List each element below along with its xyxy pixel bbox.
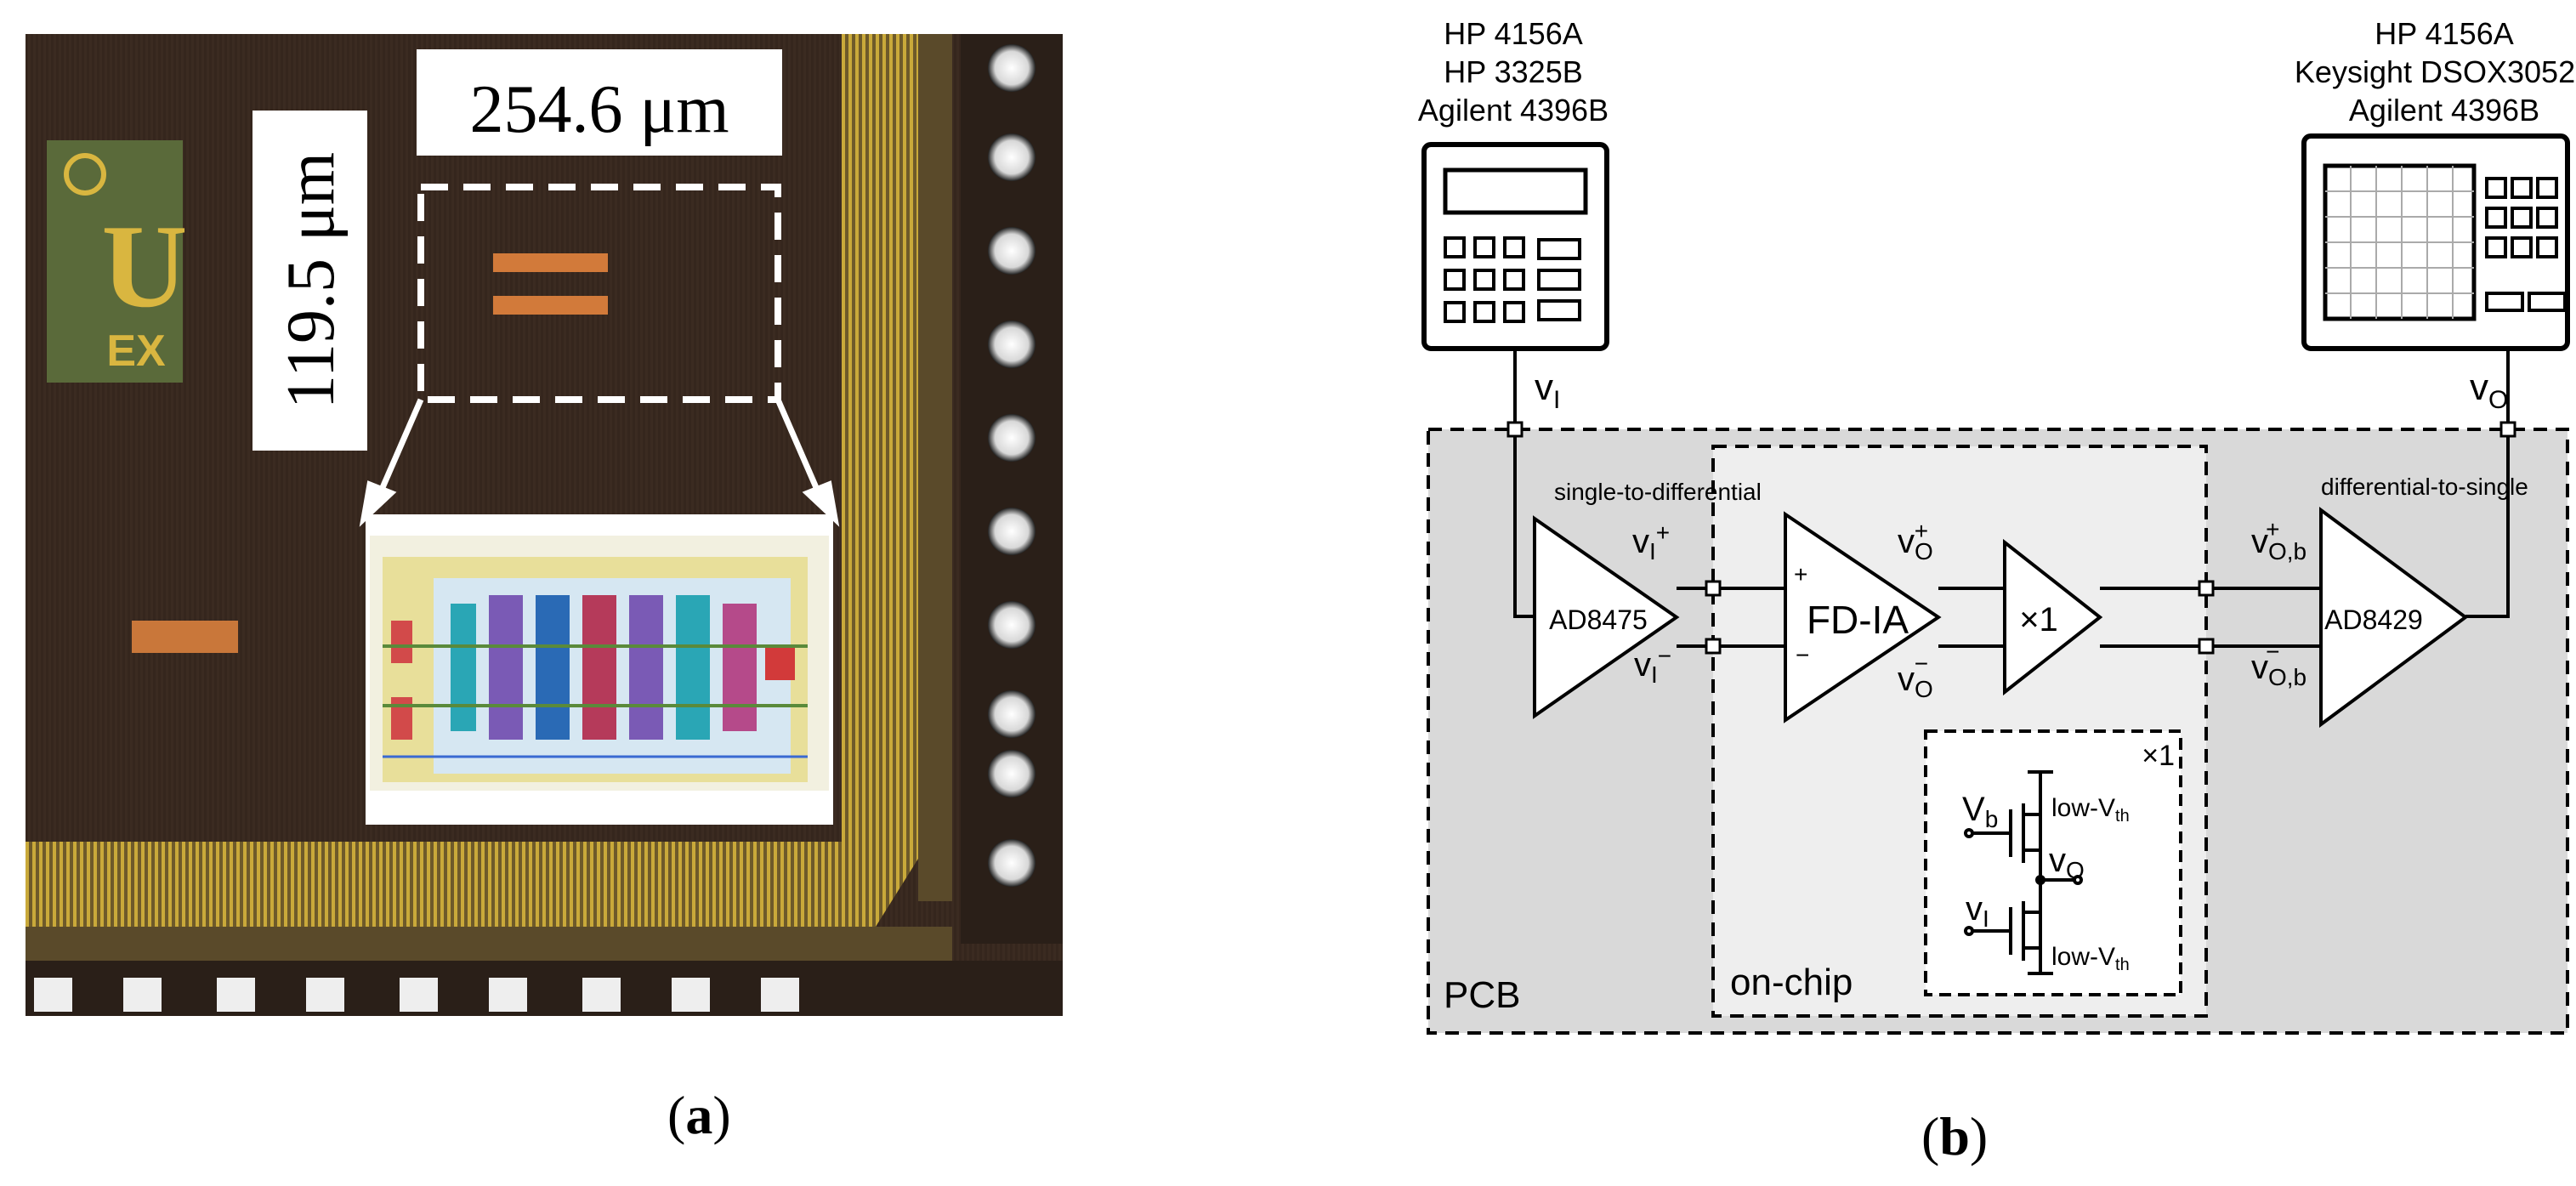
- vo-minus-label: vO−: [1898, 650, 1933, 702]
- bottom-bond-pads: [26, 961, 1063, 1016]
- low-vth-lower-label: low-Vth: [2051, 943, 2130, 974]
- measurement-schematic-panel: PCB on-chip HP 4156A HP 3325B Agilent 43…: [1394, 0, 2576, 1182]
- pcb-label: PCB: [1444, 974, 1520, 1016]
- zoom-arrows: [359, 398, 840, 527]
- panel-b-caption: (b): [1921, 1106, 1989, 1166]
- vb-label: Vb: [1962, 791, 1998, 832]
- test-structures: [132, 253, 608, 653]
- wires: [1513, 349, 2510, 648]
- fd-ia-minus: −: [1796, 642, 1809, 668]
- right-instrument-line-2: Keysight DSOX3052T: [2295, 54, 2576, 89]
- buffer-inset-title: ×1: [2142, 740, 2175, 772]
- width-dimension-label: 254.6 μm: [469, 72, 729, 147]
- buffer-detail-inset: ×1: [1924, 729, 2182, 996]
- right-bond-pads: [961, 34, 1063, 944]
- signal-generator-icon: [1421, 142, 1609, 351]
- logo-subtext: EX: [106, 326, 166, 376]
- oscilloscope-icon: [2301, 133, 2570, 351]
- gold-bus-lines: [26, 34, 952, 961]
- left-instrument-line-3: Agilent 4396B: [1418, 93, 1609, 128]
- left-instrument-line-1: HP 4156A: [1444, 16, 1582, 51]
- layout-inset: [366, 514, 833, 825]
- ad8429-label: AD8429: [2324, 604, 2423, 635]
- ad8475-label: AD8475: [1549, 604, 1648, 635]
- chip-micrograph-panel: U EX 254.6 μm 119.5 μm: [26, 34, 1063, 1145]
- differential-to-single-label: differential-to-single: [2321, 474, 2528, 500]
- unity-buffer-label: ×1: [2019, 601, 2058, 638]
- measurement-schematic: PCB on-chip HP 4156A HP 3325B Agilent 43…: [1418, 16, 2576, 1035]
- vo-plus-label: vO+: [1898, 518, 1933, 565]
- buffer-vo-label: vO: [2049, 842, 2085, 883]
- fd-ia-plus: +: [1794, 561, 1807, 587]
- chip-micrograph: U EX 254.6 μm 119.5 μm: [26, 34, 1063, 1016]
- height-dimension-label: 119.5 μm: [274, 152, 349, 409]
- ad8429-amp: [2319, 507, 2469, 728]
- right-instrument-line-3: Agilent 4396B: [2349, 93, 2539, 128]
- connectors: [1506, 421, 2516, 655]
- on-chip-label: on-chip: [1730, 962, 1853, 1003]
- fd-ia-amp: [1784, 511, 1942, 724]
- selection-box: [417, 184, 781, 403]
- single-to-differential-label: single-to-differential: [1554, 479, 1762, 505]
- vi-label: vI: [1535, 366, 1560, 414]
- uex-logo: U EX: [47, 140, 188, 383]
- left-instrument-line-2: HP 3325B: [1444, 54, 1582, 89]
- unity-buffer-amp: [2003, 538, 2103, 696]
- right-instrument-line-1: HP 4156A: [2375, 16, 2513, 51]
- logo-letter: U: [101, 201, 187, 332]
- low-vth-upper-label: low-Vth: [2051, 794, 2130, 826]
- vo-label: vO: [2470, 366, 2508, 414]
- panel-a-caption: (a): [667, 1085, 731, 1145]
- fd-ia-label: FD-IA: [1807, 598, 1909, 642]
- ad8475-amp: [1533, 515, 1680, 719]
